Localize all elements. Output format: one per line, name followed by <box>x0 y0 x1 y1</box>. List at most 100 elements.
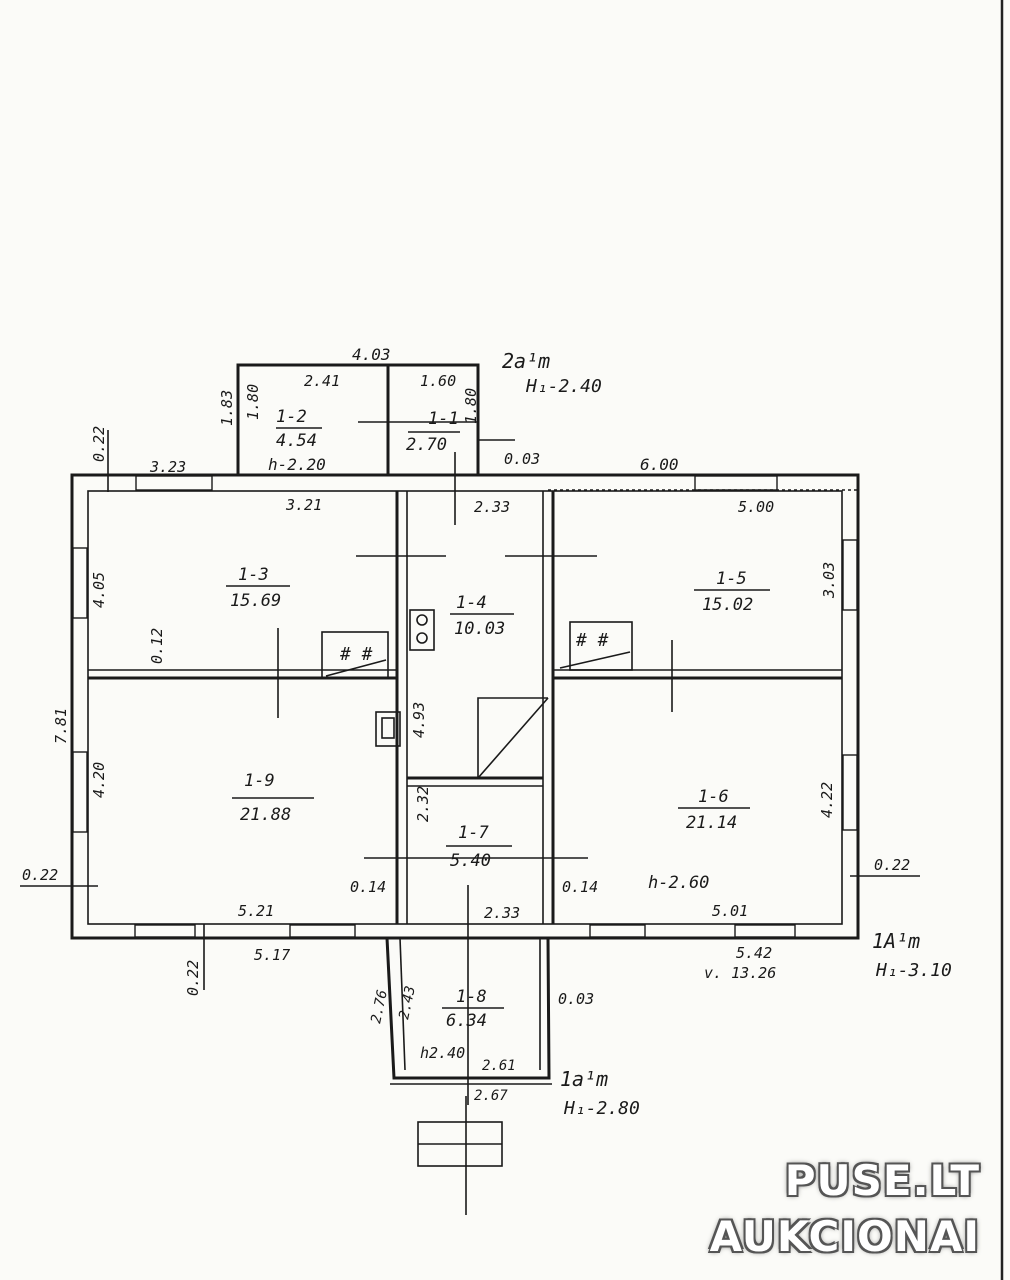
room-1-5: 1-5 15.02 <box>694 569 770 615</box>
svg-text:1-9: 1-9 <box>244 771 275 791</box>
window-left-upper <box>72 547 88 619</box>
stair-outline <box>477 697 548 778</box>
svg-text:5.42: 5.42 <box>736 944 772 962</box>
svg-text:1-5: 1-5 <box>716 569 747 589</box>
svg-text:1.80: 1.80 <box>244 384 262 420</box>
svg-text:v. 13.26: v. 13.26 <box>704 964 776 982</box>
svg-text:7.81: 7.81 <box>52 708 70 744</box>
notes: 2a¹m H₁-2.40 1A¹m H₁-3.10 1a¹m H₁-2.80 <box>502 349 952 1119</box>
svg-text:4.22: 4.22 <box>818 782 836 818</box>
svg-text:0.12: 0.12 <box>148 628 166 664</box>
windows <box>72 475 858 938</box>
svg-text:3.03: 3.03 <box>820 562 838 599</box>
room-1-1: 1-1 2.70 <box>406 409 460 455</box>
svg-text:1-8: 1-8 <box>456 987 487 1007</box>
svg-text:1-3: 1-3 <box>238 565 269 585</box>
svg-text:21.88: 21.88 <box>240 805 291 825</box>
stair-diagonal <box>477 697 549 779</box>
svg-text:4.93: 4.93 <box>410 702 428 738</box>
svg-text:1-4: 1-4 <box>456 593 487 613</box>
svg-text:1.83: 1.83 <box>218 390 236 426</box>
svg-text:0.22: 0.22 <box>184 960 202 996</box>
svg-text:21.14: 21.14 <box>686 813 737 833</box>
svg-text:1a¹m: 1a¹m <box>560 1067 608 1091</box>
dimension-labels: 4.03 2.41 1.60 1.83 1.80 1.80 0.03 0.22 … <box>22 345 910 1104</box>
svg-text:4.54: 4.54 <box>276 431 317 451</box>
svg-text:6.34: 6.34 <box>446 1011 487 1031</box>
svg-text:2.33: 2.33 <box>484 904 520 922</box>
chimney-icon <box>375 711 401 747</box>
svg-text:3.21: 3.21 <box>285 496 322 514</box>
room-1-8: 1-8 6.34 <box>442 987 504 1031</box>
window-top-left <box>135 475 213 491</box>
stove-left-icon <box>321 631 389 679</box>
room-1-7: 1-7 5.40 <box>446 823 512 871</box>
room-labels: 1-2 4.54 1-1 2.70 1-3 15.69 1-4 10.03 1-… <box>226 407 770 1031</box>
window-top-right <box>694 475 778 491</box>
svg-text:5.21: 5.21 <box>238 902 274 920</box>
svg-text:5.40: 5.40 <box>450 851 491 871</box>
svg-text:4.20: 4.20 <box>90 762 108 798</box>
window-right-upper <box>842 539 858 611</box>
room-1-3: 1-3 15.69 <box>226 565 290 611</box>
svg-text:2.43: 2.43 <box>396 985 419 1021</box>
window-bottom-right-b <box>734 924 796 938</box>
svg-text:0.14: 0.14 <box>350 878 386 896</box>
svg-text:2.41: 2.41 <box>304 372 340 390</box>
svg-text:2a¹m: 2a¹m <box>502 349 550 373</box>
svg-text:15.02: 15.02 <box>702 595 753 615</box>
svg-text:10.03: 10.03 <box>454 619 505 639</box>
svg-text:4.05: 4.05 <box>90 572 108 608</box>
walls <box>70 363 860 1215</box>
annex-wall <box>236 363 480 475</box>
svg-text:H₁-2.80: H₁-2.80 <box>563 1098 640 1119</box>
window-left-lower <box>72 751 88 833</box>
stove-left-mark-icon: # # <box>339 644 373 665</box>
stove-right-icon <box>569 621 633 671</box>
svg-text:6.00: 6.00 <box>640 455 679 474</box>
svg-text:h2.40: h2.40 <box>420 1044 465 1062</box>
room-1-6: 1-6 21.14 <box>678 787 750 833</box>
room-1-4: 1-4 10.03 <box>450 593 514 639</box>
svg-text:0.03: 0.03 <box>504 450 540 468</box>
svg-text:1-7: 1-7 <box>458 823 489 843</box>
room-1-2: 1-2 4.54 <box>276 407 322 451</box>
svg-text:5.01: 5.01 <box>712 902 748 920</box>
svg-text:H₁-3.10: H₁-3.10 <box>875 960 952 981</box>
svg-text:15.69: 15.69 <box>230 591 281 611</box>
watermark-line1: PUSE.LT <box>784 1156 980 1205</box>
svg-text:2.61: 2.61 <box>482 1058 516 1074</box>
window-bottom-left-b <box>289 924 356 938</box>
svg-text:1.60: 1.60 <box>420 372 456 390</box>
svg-text:5.00: 5.00 <box>738 498 774 516</box>
window-bottom-right-a <box>589 924 646 938</box>
fixtures: # # # # <box>321 609 633 747</box>
svg-text:1.80: 1.80 <box>462 388 480 424</box>
svg-text:3.23: 3.23 <box>149 458 186 476</box>
outer-wall-outer <box>70 473 860 940</box>
svg-text:2.76: 2.76 <box>368 989 391 1025</box>
svg-text:1-6: 1-6 <box>698 787 729 807</box>
svg-text:0.03: 0.03 <box>558 990 594 1008</box>
room-1-9: 1-9 21.88 <box>232 771 314 825</box>
svg-text:1-2: 1-2 <box>276 407 307 427</box>
svg-text:0.22: 0.22 <box>90 426 108 462</box>
outer-wall-inner <box>87 490 843 925</box>
svg-text:2.67: 2.67 <box>474 1088 508 1104</box>
height-labels: h-2.20 h-2.60 h2.40 <box>268 455 709 1062</box>
window-right-lower <box>842 754 858 831</box>
cooker-icon <box>409 609 435 651</box>
svg-text:5.17: 5.17 <box>254 946 290 964</box>
svg-text:2.70: 2.70 <box>406 435 447 455</box>
svg-text:H₁-2.40: H₁-2.40 <box>525 376 602 397</box>
svg-text:h-2.60: h-2.60 <box>648 873 709 893</box>
stove-right-mark-icon: # # <box>575 630 609 651</box>
svg-text:1-1: 1-1 <box>428 409 459 429</box>
svg-text:0.14: 0.14 <box>562 878 598 896</box>
porch-inner-left <box>399 937 406 1071</box>
svg-text:4.03: 4.03 <box>352 345 391 364</box>
svg-text:h-2.20: h-2.20 <box>268 455 326 474</box>
svg-text:1A¹m: 1A¹m <box>872 929 920 953</box>
window-bottom-left-a <box>134 924 196 938</box>
